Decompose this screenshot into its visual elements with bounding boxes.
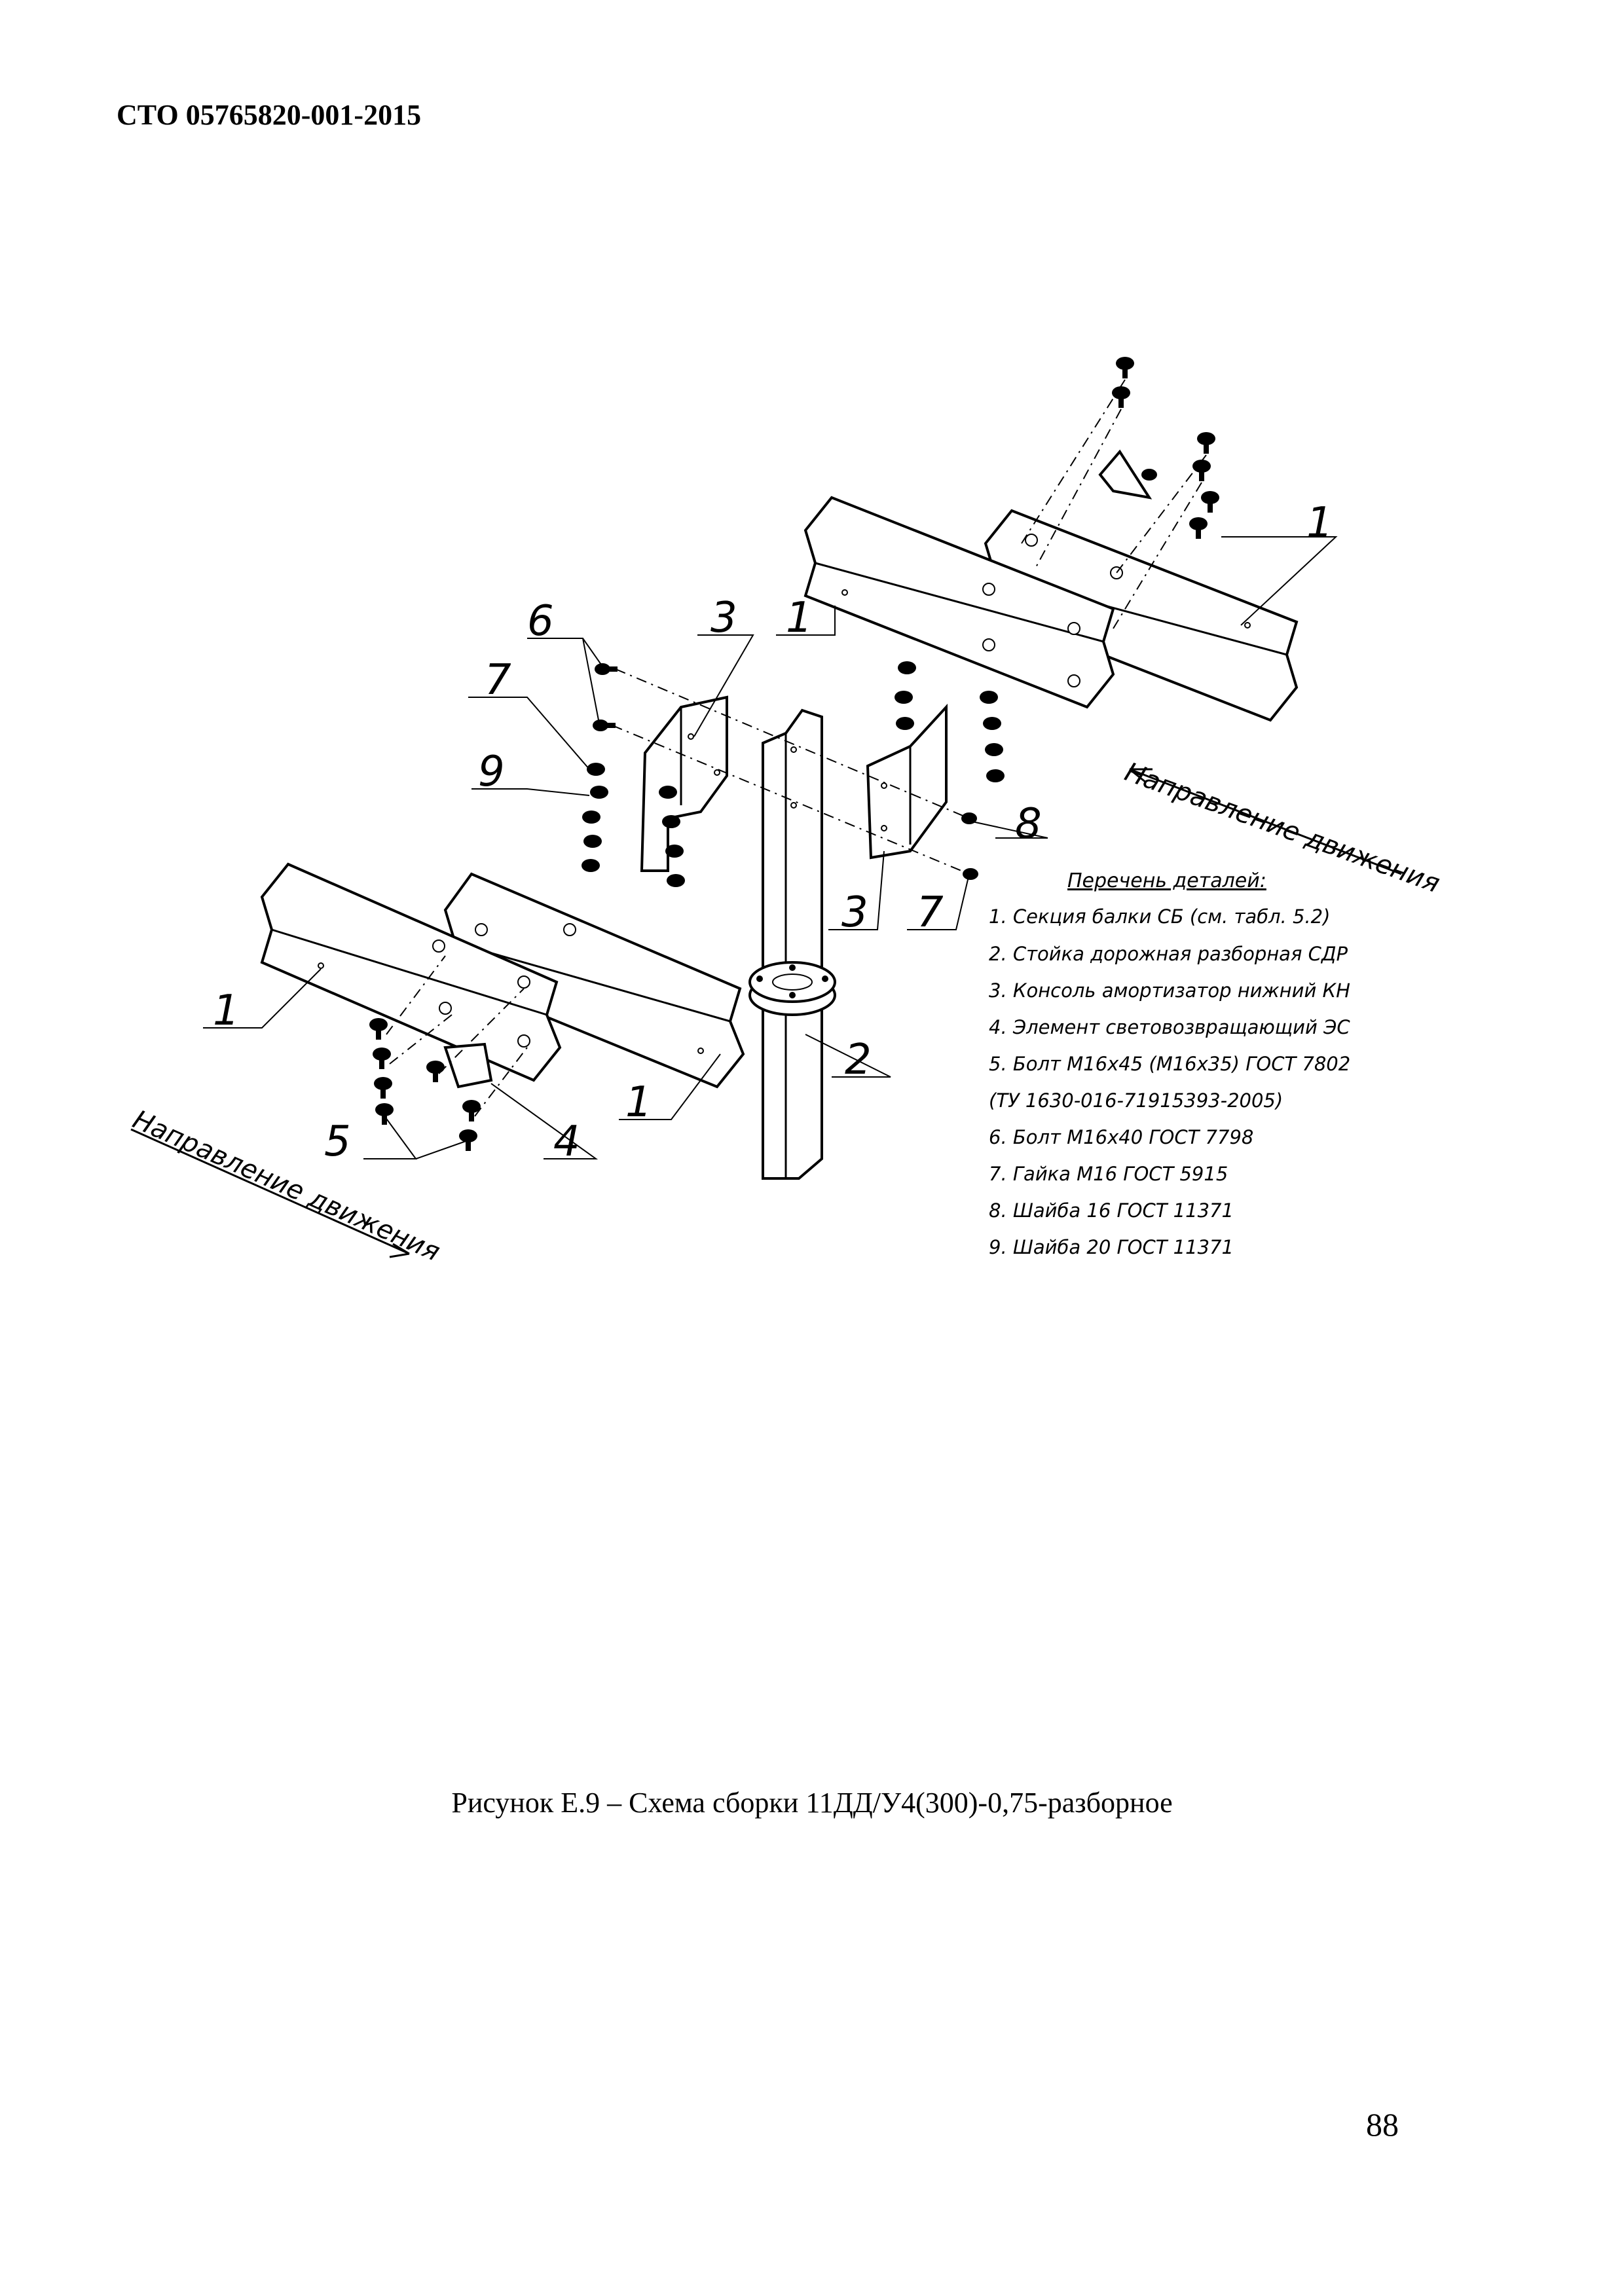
- beam-lower-back: [443, 872, 745, 1089]
- console-upper: [640, 695, 728, 872]
- bolt-group-upper: [1021, 357, 1219, 629]
- page-number: 88: [1366, 2106, 1399, 2143]
- callout-beam-bottom-right: 1: [625, 1078, 652, 1127]
- legend-item: 2. Стойка дорожная разборная СДР: [989, 943, 1348, 965]
- callout-reflector: 4: [553, 1118, 580, 1166]
- axis-line-2: [612, 725, 970, 875]
- legend-item: 9. Шайба 20 ГОСТ 11371: [989, 1236, 1234, 1258]
- bolts-6: [593, 663, 618, 731]
- beam-upper-front: [803, 496, 1115, 709]
- console-lower: [866, 703, 948, 860]
- legend-item: 6. Болт М16х40 ГОСТ 7798: [989, 1126, 1253, 1148]
- callout-beam-bottom-left: 1: [213, 987, 240, 1035]
- figure-caption: Рисунок Е.9 – Схема сборки 11ДД/У4(300)-…: [451, 1787, 1173, 1819]
- callout-console-upper: 3: [710, 594, 737, 642]
- callout-bolts-5: 5: [324, 1118, 351, 1166]
- direction-arrow-left: [130, 1128, 410, 1258]
- document-header: СТО 05765820-001-2015: [117, 99, 422, 131]
- post: [748, 708, 836, 1180]
- direction-label-left: Направление движения: [128, 1104, 445, 1267]
- callout-washer-20: 9: [478, 748, 505, 796]
- axis-line-1: [615, 668, 970, 819]
- legend-item: 5. Болт М16х45 (М16х35) ГОСТ 7802: [989, 1053, 1350, 1075]
- beam-lower-front: [260, 862, 562, 1082]
- callout-nut-lower: 7: [917, 888, 944, 937]
- callout-washer-16: 8: [1015, 800, 1042, 848]
- legend-item: (ТУ 1630-016-71915393-2005): [989, 1089, 1283, 1112]
- washer-stack: [581, 661, 1005, 887]
- legend-item: 1. Секция балки СБ (см. табл. 5.2): [989, 905, 1330, 928]
- legend-item: 4. Элемент световозвращающий ЭС: [989, 1016, 1350, 1038]
- direction-arrow-right: [1129, 768, 1402, 875]
- callout-post: 2: [845, 1036, 872, 1084]
- callout-nut-upper: 7: [485, 656, 511, 704]
- legend-item: 7. Гайка М16 ГОСТ 5915: [989, 1163, 1228, 1185]
- callout-bolt-6: 6: [527, 597, 554, 646]
- bolt-group-lower: [369, 955, 528, 1151]
- callout-console-lower: 3: [841, 888, 868, 937]
- callout-beam-top-right: 1: [1306, 499, 1333, 547]
- legend-title: Перечень деталей:: [1067, 869, 1266, 892]
- callout-beam-top-left: 1: [786, 594, 813, 642]
- leader-lines: [203, 536, 1338, 1159]
- legend-item: 8. Шайба 16 ГОСТ 11371: [989, 1199, 1234, 1222]
- parts-legend: Перечень деталей: 1. Секция балки СБ (см…: [989, 869, 1350, 1258]
- legend-item: 3. Консоль амортизатор нижний КН: [989, 979, 1350, 1002]
